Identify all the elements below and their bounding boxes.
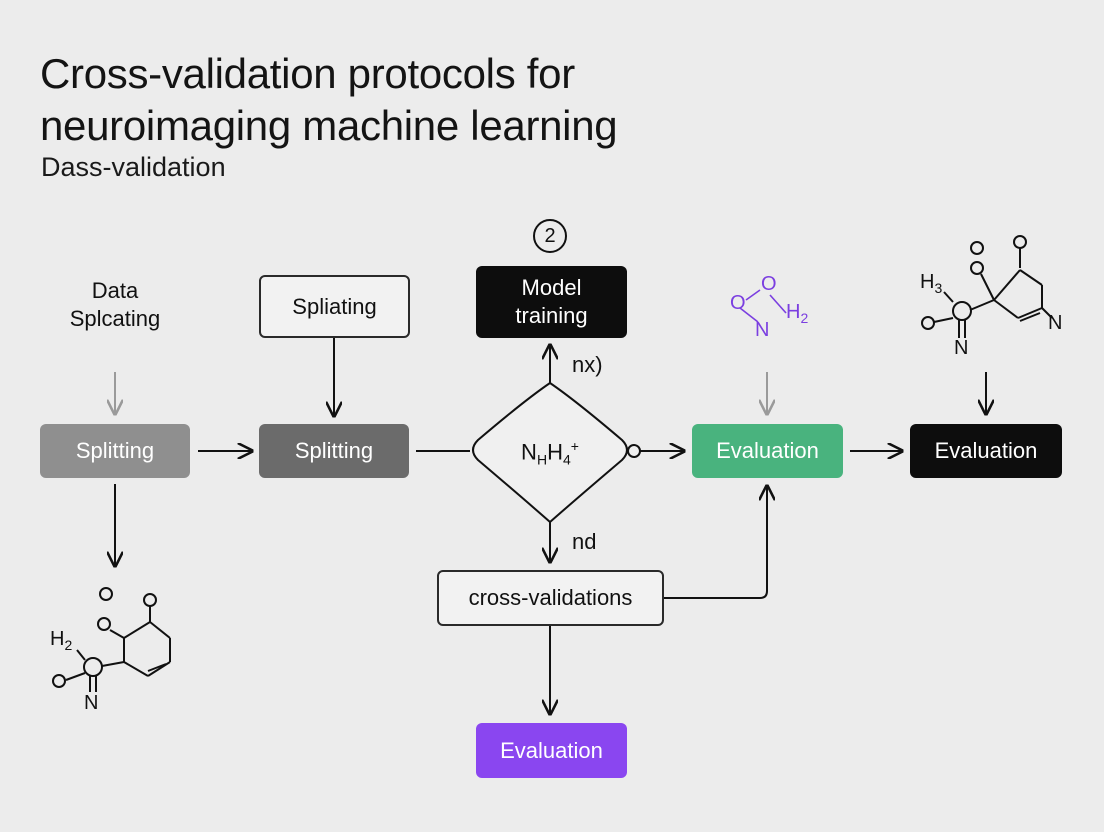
top-right-molecule-h-sub: 3	[934, 280, 943, 296]
decision-sub-h: H	[536, 451, 548, 468]
decision-h: H	[547, 439, 563, 465]
diagram-title: Cross-validation protocols for neuroimag…	[40, 48, 618, 152]
bottom-left-molecule-h-sub: 2	[64, 637, 73, 653]
top-right-molecule-h: H	[920, 271, 935, 293]
model-training-line-2: training	[515, 303, 588, 328]
purple-molecule-o1: O	[730, 292, 746, 314]
splitting-node-grey[interactable]: Splitting	[40, 424, 190, 478]
purple-molecule-h-sub: 2	[800, 310, 809, 326]
bottom-left-molecule-n: N	[84, 692, 99, 714]
data-label-line-1: Data	[91, 278, 139, 303]
cross-validations-node[interactable]: cross-validations	[437, 570, 664, 626]
diamond-port	[627, 444, 641, 458]
purple-molecule-bonds	[739, 289, 787, 323]
decision-node-label[interactable]: NHH4+	[500, 438, 600, 468]
purple-molecule-h2: H2	[786, 301, 808, 326]
purple-molecule-n: N	[755, 319, 770, 341]
diagram-subtitle: Dass-validation	[41, 152, 226, 182]
top-right-molecule-bonds	[921, 235, 1053, 338]
step-number-badge: 2	[533, 219, 567, 253]
model-training-node[interactable]: Model training	[476, 266, 627, 338]
spliating-node[interactable]: Spliating	[259, 275, 410, 338]
top-right-molecule-n1: N	[1048, 312, 1063, 334]
data-label-line-2: Splcating	[69, 306, 161, 331]
splitting-node-dark[interactable]: Splitting	[259, 424, 409, 478]
evaluation-node-green[interactable]: Evaluation	[692, 424, 843, 478]
title-line-2: neuroimaging machine learning	[40, 102, 618, 149]
bottom-left-molecule-bonds	[52, 587, 171, 692]
decision-sub-4: 4	[562, 451, 571, 468]
purple-molecule-h: H	[786, 301, 801, 323]
bottom-left-molecule-h: H	[50, 628, 65, 650]
purple-molecule-o2: O	[761, 273, 777, 295]
title-line-1: Cross-validation protocols for	[40, 50, 575, 97]
edge-label-up: nx)	[572, 352, 603, 377]
evaluation-node-purple[interactable]: Evaluation	[476, 723, 627, 778]
arrow-cv-to-evaluation-green	[664, 486, 767, 599]
decision-sup-plus: +	[570, 438, 579, 454]
top-right-molecule-h3: H3	[920, 271, 942, 296]
edge-label-down: nd	[572, 529, 597, 554]
data-splcating-label: Data Splcating	[50, 277, 180, 333]
decision-n: N	[521, 439, 537, 465]
bottom-left-molecule-h2: H2	[50, 628, 72, 653]
model-training-line-1: Model	[521, 275, 582, 300]
evaluation-node-black[interactable]: Evaluation	[910, 424, 1062, 478]
top-right-molecule-n2: N	[954, 337, 969, 359]
